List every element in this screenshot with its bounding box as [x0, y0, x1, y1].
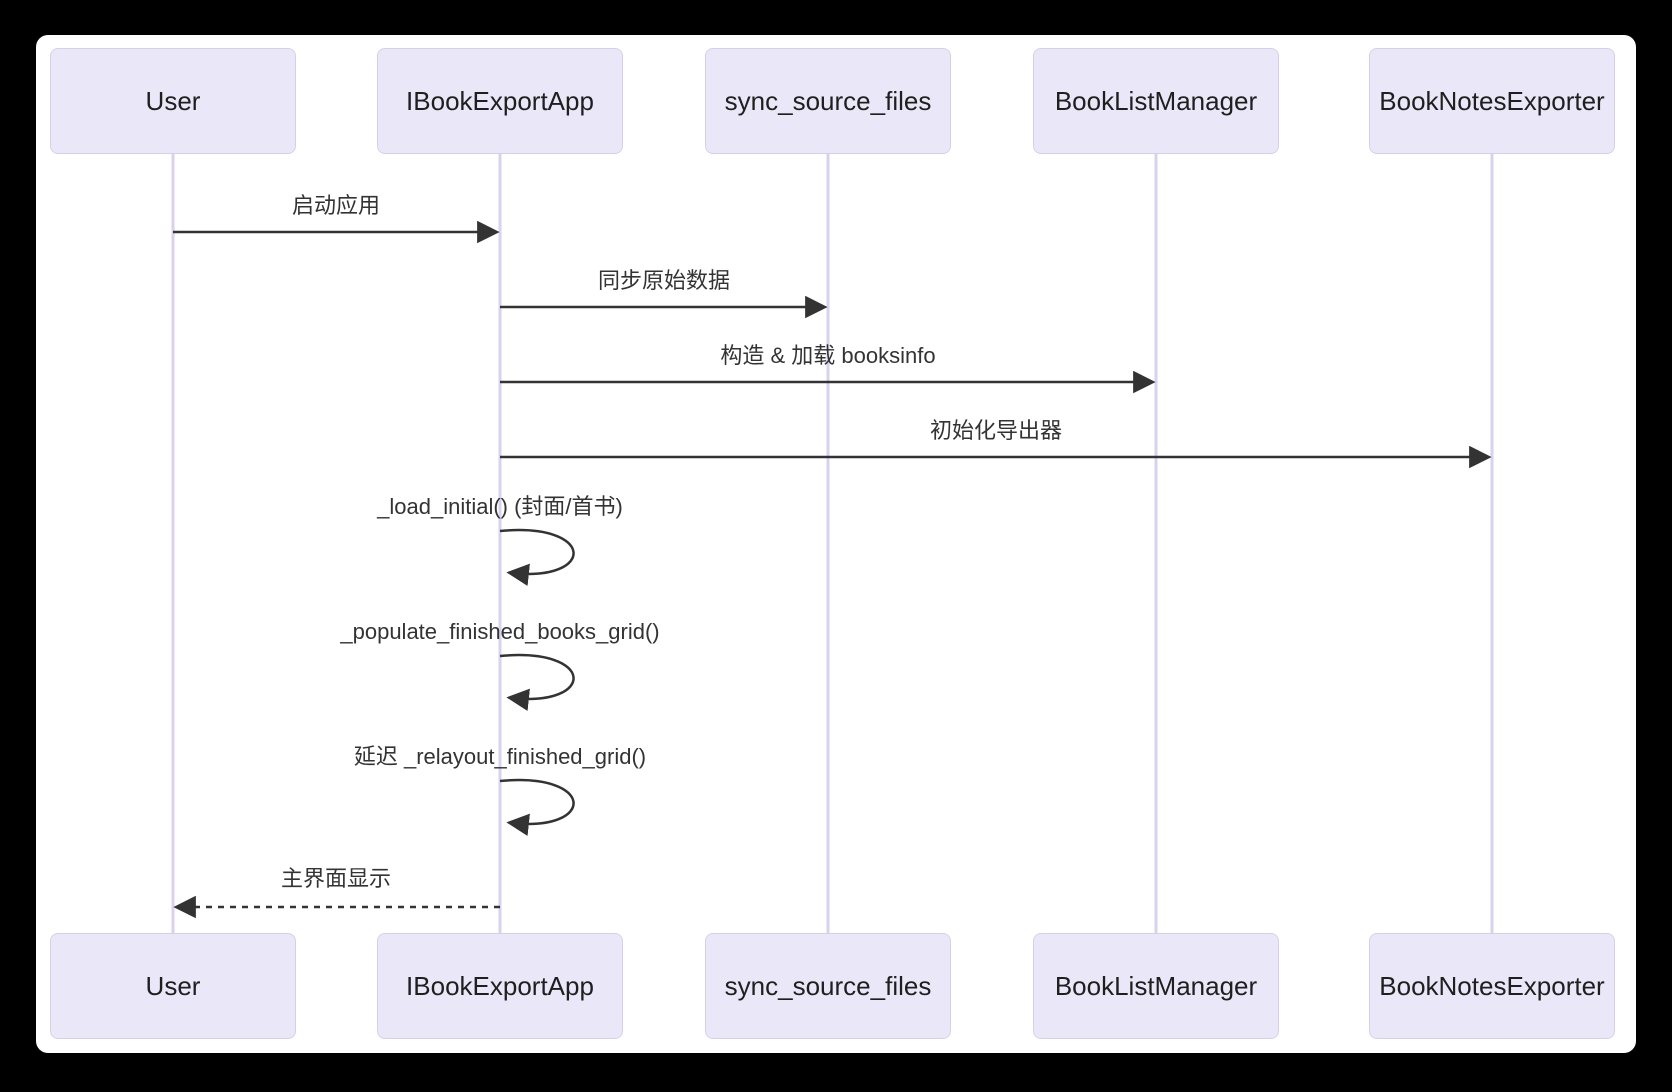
- actor-label: sync_source_files: [724, 85, 932, 116]
- actor-label: BookListManager: [1054, 970, 1258, 1001]
- actor-bottom-ibookexportapp: IBookExportApp: [377, 933, 623, 1039]
- message-label-7: 延迟 _relayout_finished_grid(): [353, 744, 647, 769]
- actor-label: BookListManager: [1054, 85, 1258, 116]
- actor-label: IBookExportApp: [406, 85, 594, 116]
- actor-label: IBookExportApp: [406, 970, 594, 1001]
- actor-top-booklistmanager: BookListManager: [1033, 48, 1279, 154]
- actor-top-ibookexportapp: IBookExportApp: [377, 48, 623, 154]
- actor-label: User: [145, 85, 201, 116]
- self-loop-arrow-2: [499, 653, 575, 711]
- message-label-4: 初始化导出器: [929, 418, 1063, 443]
- actor-label: BookNotesExporter: [1379, 85, 1605, 116]
- message-label-8: 主界面显示: [280, 866, 392, 891]
- actor-label: BookNotesExporter: [1379, 970, 1605, 1001]
- sequence-diagram-graphics: [171, 154, 1494, 933]
- actor-bottom-booklistmanager: BookListManager: [1033, 933, 1279, 1039]
- self-loop-arrow-1: [499, 528, 575, 586]
- actor-label: User: [145, 970, 201, 1001]
- message-label-5: _load_initial() (封面/首书): [377, 494, 623, 519]
- message-label-6: _populate_finished_books_grid(): [340, 619, 660, 644]
- message-label-2: 同步原始数据: [597, 268, 731, 293]
- actor-bottom-sync-source-files: sync_source_files: [705, 933, 951, 1039]
- actor-top-sync-source-files: sync_source_files: [705, 48, 951, 154]
- actor-top-user: User: [50, 48, 296, 154]
- actor-top-booknotesexporter: BookNotesExporter: [1369, 48, 1615, 154]
- message-label-3: 构造 & 加载 booksinfo: [720, 343, 936, 368]
- diagram-canvas: User IBookExportApp sync_source_files Bo…: [36, 35, 1636, 1053]
- message-label-1: 启动应用: [291, 193, 381, 218]
- actor-bottom-user: User: [50, 933, 296, 1039]
- actor-label: sync_source_files: [724, 970, 932, 1001]
- self-loop-arrow-3: [499, 778, 575, 836]
- actor-bottom-booknotesexporter: BookNotesExporter: [1369, 933, 1615, 1039]
